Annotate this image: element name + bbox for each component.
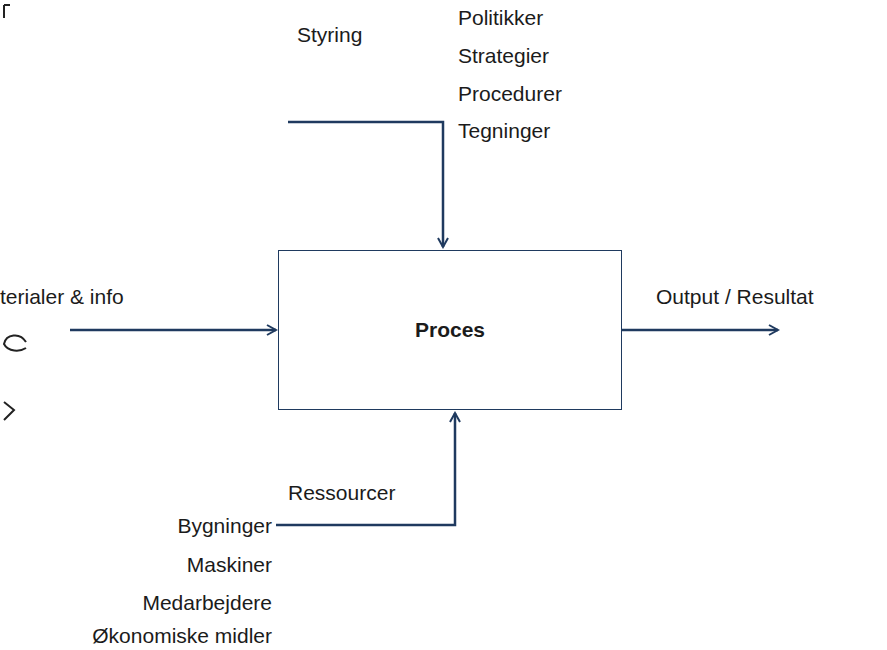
process-box: Proces (278, 250, 622, 410)
control-label: Styring (297, 23, 362, 47)
resource-item: Økonomiske midler (92, 624, 272, 648)
input-label: terialer & info (0, 285, 124, 309)
control-item: Strategier (458, 44, 549, 68)
resource-item: Bygninger (177, 514, 272, 538)
output-label: Output / Resultat (656, 285, 814, 309)
resource-arrow (276, 413, 455, 525)
resource-item: Maskiner (187, 553, 272, 577)
output-arrow (622, 329, 778, 332)
control-item: Politikker (458, 6, 543, 30)
cropped-mark (4, 5, 10, 18)
input-arrow (70, 329, 276, 332)
control-item: Procedurer (458, 82, 562, 106)
process-title: Proces (415, 318, 485, 342)
control-item: Tegninger (458, 119, 550, 143)
resource-label: Ressourcer (288, 481, 395, 505)
resource-item: Medarbejdere (142, 591, 272, 615)
control-arrow (288, 122, 443, 247)
cropped-figure (4, 402, 14, 420)
cropped-figure (4, 335, 26, 350)
